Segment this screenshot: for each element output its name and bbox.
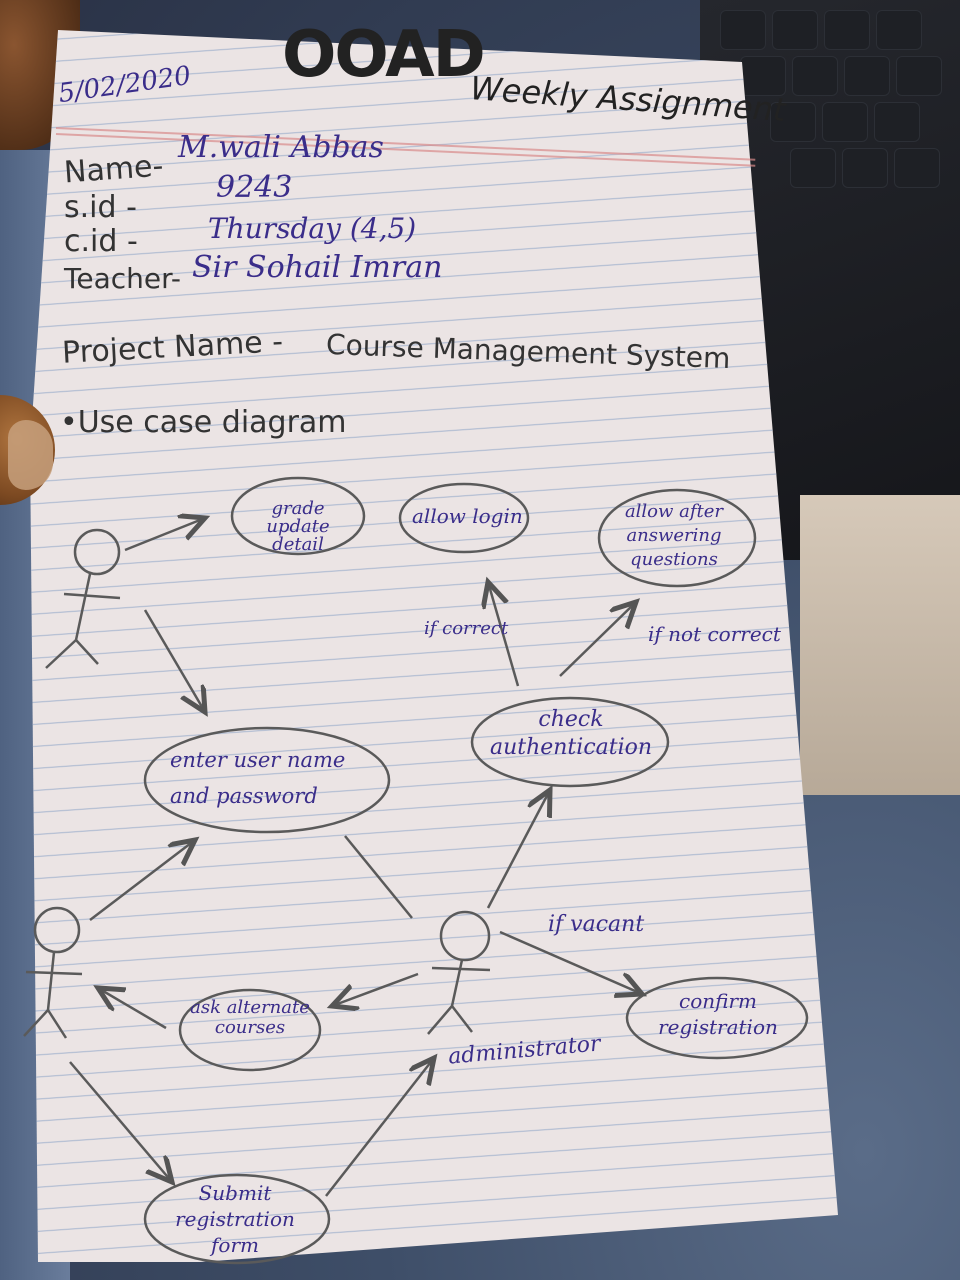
usecase-allow-login (398, 482, 530, 554)
usecase-confirm-registration (625, 976, 809, 1060)
actor-teacher (45, 528, 121, 669)
sid-value: 9243 (216, 170, 293, 205)
label-if-vacant: if vacant (548, 912, 645, 937)
key (740, 56, 786, 96)
key (772, 10, 818, 50)
beige-cloth (800, 495, 960, 795)
label-update-grade: grade update detail (266, 498, 330, 555)
key (894, 148, 940, 188)
key (824, 10, 870, 50)
cid-value: Thursday (4,5) (208, 212, 417, 245)
label-enter-credentials: enter user name and password (170, 748, 346, 808)
key (896, 56, 942, 96)
usecase-ask-alternate (178, 988, 322, 1072)
label-if-correct: if correct (424, 618, 509, 639)
usecase-submit-registration (143, 1173, 331, 1265)
label-allow-after: allow after answering questions (624, 501, 724, 570)
usecase-allow-after (597, 488, 757, 588)
usecase-enter-credentials (143, 726, 391, 834)
key (876, 10, 922, 50)
key (842, 148, 888, 188)
label-allow-login: allow login (412, 504, 523, 528)
sid-label: s.id - (64, 190, 137, 225)
actor-administrator (427, 910, 491, 1035)
diagram-title: •Use case diagram (60, 405, 347, 440)
key (844, 56, 890, 96)
label-confirm-registration: confirm registration (658, 989, 778, 1039)
teacher-label: Teacher- (64, 262, 181, 295)
label-submit-registration: Submit registration form (175, 1181, 295, 1257)
actor-student (23, 906, 83, 1039)
usecase-check-auth (470, 696, 670, 788)
name-value: M.wali Abbas (178, 130, 384, 165)
key (874, 102, 920, 142)
key (790, 148, 836, 188)
thumbnail (8, 420, 53, 490)
label-if-not-correct: if not correct (648, 622, 781, 646)
course-title: OOAD (282, 18, 486, 92)
label-ask-alternate: ask alternate courses (190, 997, 310, 1038)
key (822, 102, 868, 142)
cid-label: c.id - (64, 224, 138, 259)
key (792, 56, 838, 96)
label-check-auth: check authentication (489, 707, 653, 760)
teacher-value: Sir Sohail Imran (192, 250, 443, 285)
key (720, 10, 766, 50)
key (770, 102, 816, 142)
usecase-update-grade (230, 476, 366, 556)
